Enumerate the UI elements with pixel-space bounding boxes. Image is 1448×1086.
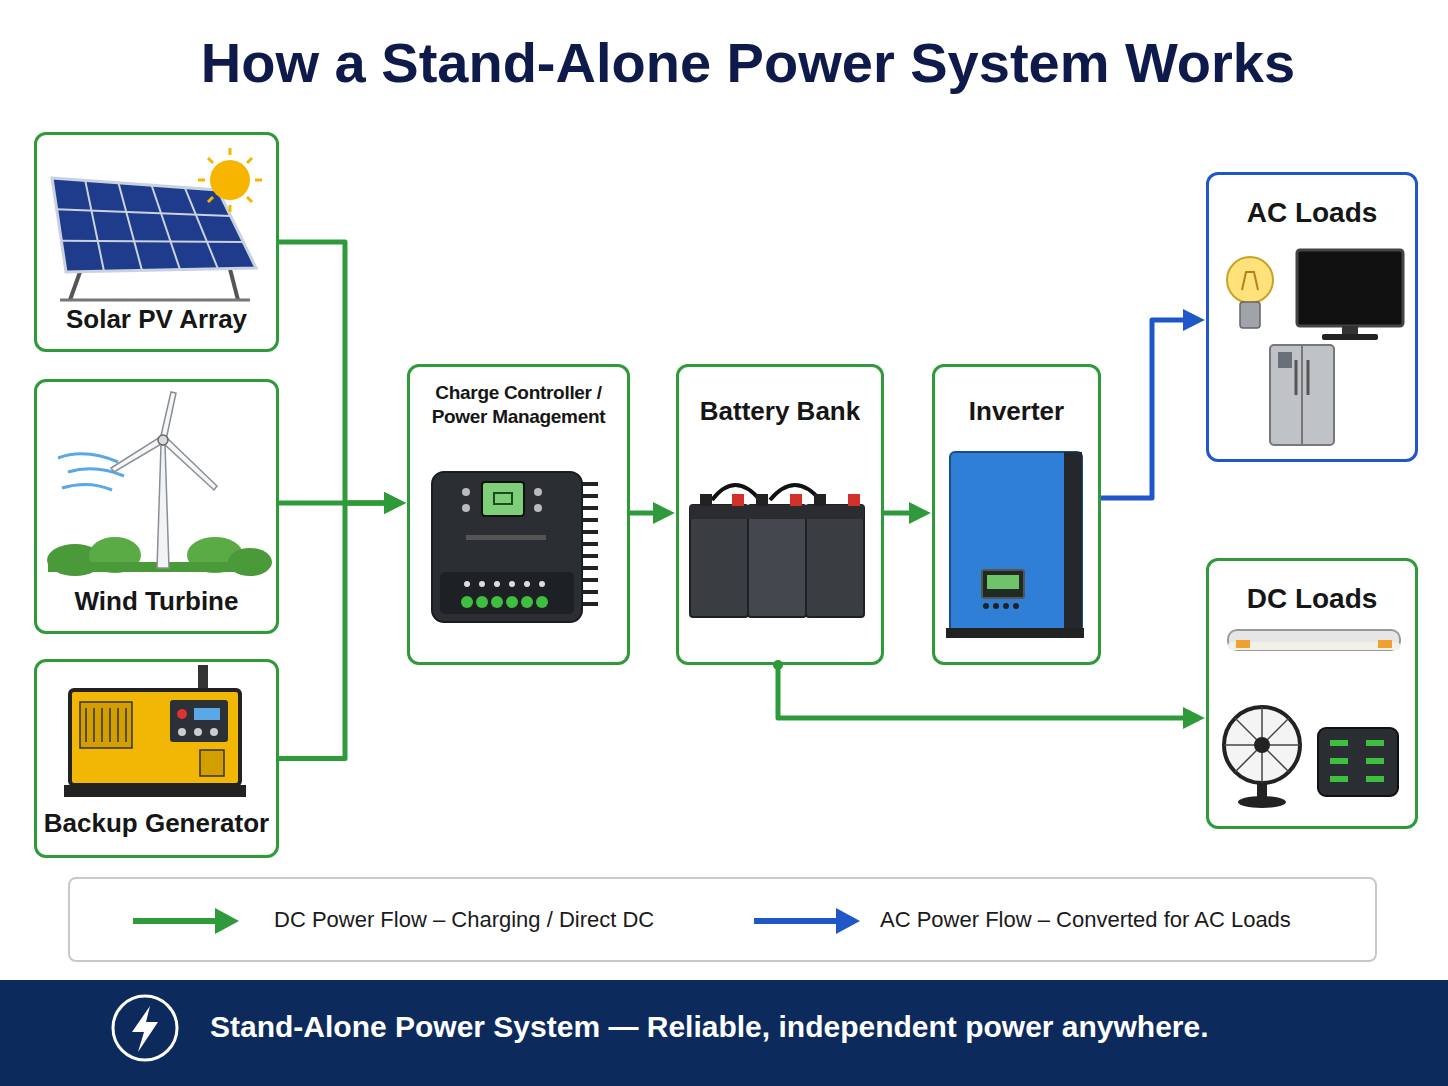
node-label: Wind Turbine [75,585,239,618]
footer-caption: Stand-Alone Power System — Reliable, ind… [210,1010,1440,1044]
junction-dot [773,660,783,670]
source-box: Solar PV Array [34,132,279,352]
flow-arrow [778,665,1185,718]
flow-arrow [1101,320,1185,498]
legend-text: DC Power Flow – Charging / Direct DC [274,907,654,933]
node-label: AC Loads [1247,195,1378,230]
node-label: Battery Bank [700,395,860,428]
legend-swatch [133,903,243,939]
legend-box: DC Power Flow – Charging / Direct DC AC P… [68,877,1377,962]
legend-text: AC Power Flow – Converted for AC Loads [880,907,1291,933]
legend-swatch [754,903,864,939]
process-box: Inverter [932,364,1101,665]
flow-arrow [630,511,655,516]
process-box: Charge Controller / Power Management [407,364,630,665]
node-label: DC Loads [1247,581,1378,616]
node-label: Solar PV Array [66,303,247,336]
flow-arrow [279,501,386,506]
flow-arrow [884,511,911,516]
node-label: Charge Controller / Power Management [416,381,621,429]
lightning-icon [113,996,177,1060]
diagram-title: How a Stand-Alone Power System Works [24,30,1448,95]
load-box: AC Loads [1206,172,1418,462]
node-label: Inverter [969,395,1064,428]
node-label: Backup Generator [44,807,269,840]
source-box: Wind Turbine [34,379,279,634]
source-box: Backup Generator [34,659,279,858]
flow-arrow [279,242,386,503]
load-box: DC Loads [1206,558,1418,829]
flow-arrow [279,503,386,759]
process-box: Battery Bank [676,364,884,665]
